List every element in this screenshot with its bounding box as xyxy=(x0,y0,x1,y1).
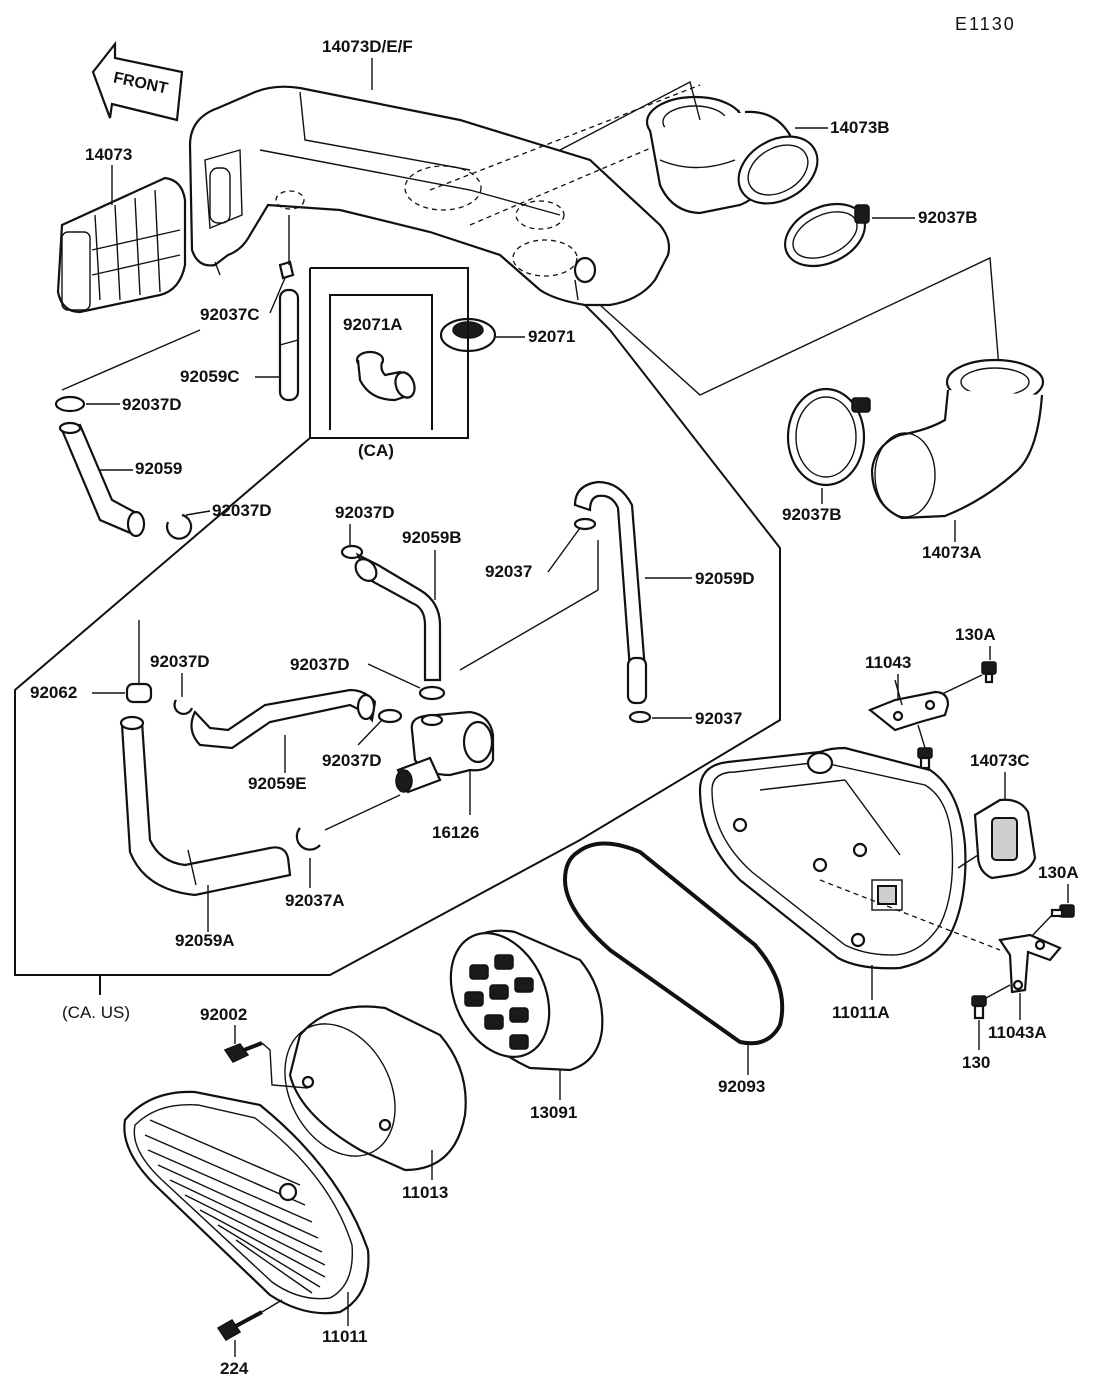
diagram-code: E1130 xyxy=(955,14,1016,34)
label-14073a: 14073A xyxy=(922,543,982,562)
label-92037b-upper: 92037B xyxy=(918,208,978,227)
label-130-bottom: 130 xyxy=(962,1053,990,1072)
label-16126: 16126 xyxy=(432,823,479,842)
label-92037a: 92037A xyxy=(285,891,345,910)
hose-92059e xyxy=(190,688,377,750)
clip-92037d-left xyxy=(54,395,86,413)
clip-92037d-valve-side xyxy=(377,708,403,724)
hose-clamp-92037b-upper xyxy=(784,202,870,268)
label-92037d-3: 92037D xyxy=(335,503,395,522)
label-92037c: 92037C xyxy=(200,305,260,324)
label-92071a: 92071A xyxy=(343,315,403,334)
label-14073def: 14073D/E/F xyxy=(322,37,413,56)
label-14073: 14073 xyxy=(85,145,132,164)
label-92002: 92002 xyxy=(200,1005,247,1024)
label-92037d-2: 92037D xyxy=(212,501,272,520)
label-224: 224 xyxy=(220,1359,249,1378)
duct-elbow-14073a xyxy=(870,358,1045,520)
boot-14073c xyxy=(973,798,1037,880)
label-11011a: 11011A xyxy=(832,1003,890,1022)
hose-92059a xyxy=(119,715,292,897)
filter-frame-13091 xyxy=(449,929,604,1072)
duct-elbow-14073b xyxy=(645,95,819,215)
reed-valve-16126 xyxy=(395,710,495,815)
hose-92059b xyxy=(354,552,442,682)
bolt-130a-top xyxy=(981,661,997,684)
clip-92037d-lower-left xyxy=(165,513,193,540)
front-arrow-icon: FRONT xyxy=(91,40,184,122)
bolt-130a-bottom xyxy=(1050,904,1075,918)
bolt-92002 xyxy=(223,1041,263,1063)
label-92037d-6: 92037D xyxy=(322,751,382,770)
label-92059b: 92059B xyxy=(402,528,462,547)
label-92037d-5: 92037D xyxy=(290,655,350,674)
small-hose-92059c xyxy=(278,215,300,402)
label-11043a: 11043A xyxy=(988,1023,1047,1042)
label-11011: 11011 xyxy=(322,1327,367,1346)
label-92062: 92062 xyxy=(30,683,77,702)
bolt-130-middle xyxy=(917,747,933,770)
gasket-92093 xyxy=(562,841,785,1046)
label-92093: 92093 xyxy=(718,1077,765,1096)
clip-92037a xyxy=(295,827,321,851)
label-92037d-1: 92037D xyxy=(122,395,182,414)
label-14073c: 14073C xyxy=(970,751,1030,770)
bracket-11043 xyxy=(867,679,950,732)
cap-92062 xyxy=(125,682,153,704)
label-92037-bottom: 92037 xyxy=(695,709,742,728)
label-92059d: 92059D xyxy=(695,569,755,588)
screw-224 xyxy=(216,1310,263,1341)
hose-clamp-92037b-lower xyxy=(786,387,871,487)
label-92037d-4: 92037D xyxy=(150,652,210,671)
air-cleaner-cover-11011 xyxy=(123,1090,370,1315)
clip-92037d-left-lower xyxy=(173,699,194,715)
hose-92059 xyxy=(58,421,146,538)
bolt-130-bottom xyxy=(971,995,987,1020)
air-cleaner-housing-11011a xyxy=(698,746,1001,970)
clip-92037d-valve-top xyxy=(418,685,446,701)
filter-element-11013 xyxy=(284,1005,467,1172)
label-92059: 92059 xyxy=(135,459,182,478)
air-duct-14073def xyxy=(188,84,741,307)
label-92037b-lower: 92037B xyxy=(782,505,842,524)
label-92059e: 92059E xyxy=(248,774,307,793)
ca-variant-box: 92071A (CA) xyxy=(329,294,433,460)
label-92037-top: 92037 xyxy=(485,562,532,581)
bracket-11043a xyxy=(998,933,1062,994)
label-ca: (CA) xyxy=(358,441,394,460)
fitting-92071a xyxy=(355,350,416,402)
label-130a-top: 130A xyxy=(955,625,996,644)
hose-92059d xyxy=(573,480,648,705)
clip-92037-top xyxy=(573,517,597,531)
intake-boot-14073 xyxy=(56,176,187,314)
label-11013: 11013 xyxy=(402,1183,448,1202)
label-92071: 92071 xyxy=(528,327,575,346)
label-14073b: 14073B xyxy=(830,118,890,137)
label-ca-us: (CA. US) xyxy=(62,1003,130,1022)
label-92059a: 92059A xyxy=(175,931,235,950)
label-11043: 11043 xyxy=(865,653,911,672)
label-130a-bottom: 130A xyxy=(1038,863,1079,882)
clip-92037-bottom xyxy=(628,710,652,724)
label-13091: 13091 xyxy=(530,1103,577,1122)
label-92059c: 92059C xyxy=(180,367,240,386)
